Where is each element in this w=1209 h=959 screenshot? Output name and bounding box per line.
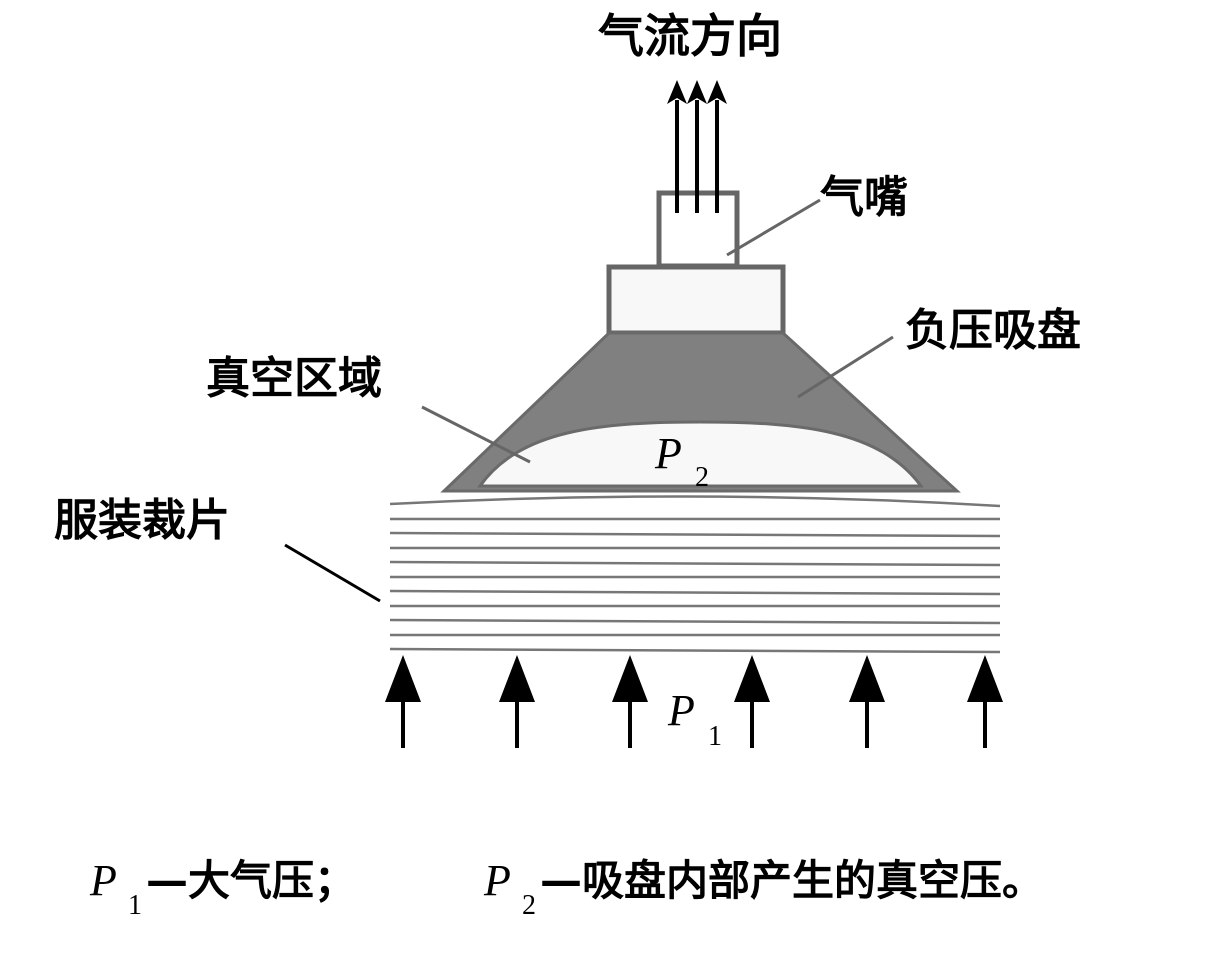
p2-symbol: P: [654, 429, 682, 478]
fabric-pieces-label: 服装裁片: [54, 495, 230, 546]
p2-subscript: 2: [695, 462, 709, 493]
suction-cup-label: 负压吸盘: [905, 305, 1081, 356]
p1-subscript: 1: [708, 721, 722, 752]
caption-p1-text: —大气压；: [146, 856, 356, 905]
vacuum-zone: [477, 420, 924, 488]
airflow-arrows: [675, 100, 719, 213]
p1-symbol: P: [667, 686, 695, 735]
nozzle-label: 气嘴: [820, 172, 908, 223]
caption-p1-symbol: P: [89, 856, 117, 905]
cup-collar: [606, 264, 786, 336]
airflow-arrowheads: [667, 80, 727, 104]
atmospheric-pressure-arrows: [385, 655, 1003, 748]
fabric-leader-line: [284, 543, 381, 603]
fabric-layers: [389, 495, 1001, 654]
caption: P 1 —大气压； P 2 —吸盘内部产生的真空压。: [89, 856, 1044, 921]
leader-lines: [421, 198, 894, 464]
caption-p1-subscript: 1: [128, 890, 142, 921]
caption-p2-text: —吸盘内部产生的真空压。: [540, 856, 1044, 905]
vacuum-zone-label: 真空区域: [206, 353, 382, 404]
caption-p2-symbol: P: [483, 856, 511, 905]
airflow-direction-label: 气流方向: [598, 9, 782, 63]
caption-p2-subscript: 2: [522, 890, 536, 921]
